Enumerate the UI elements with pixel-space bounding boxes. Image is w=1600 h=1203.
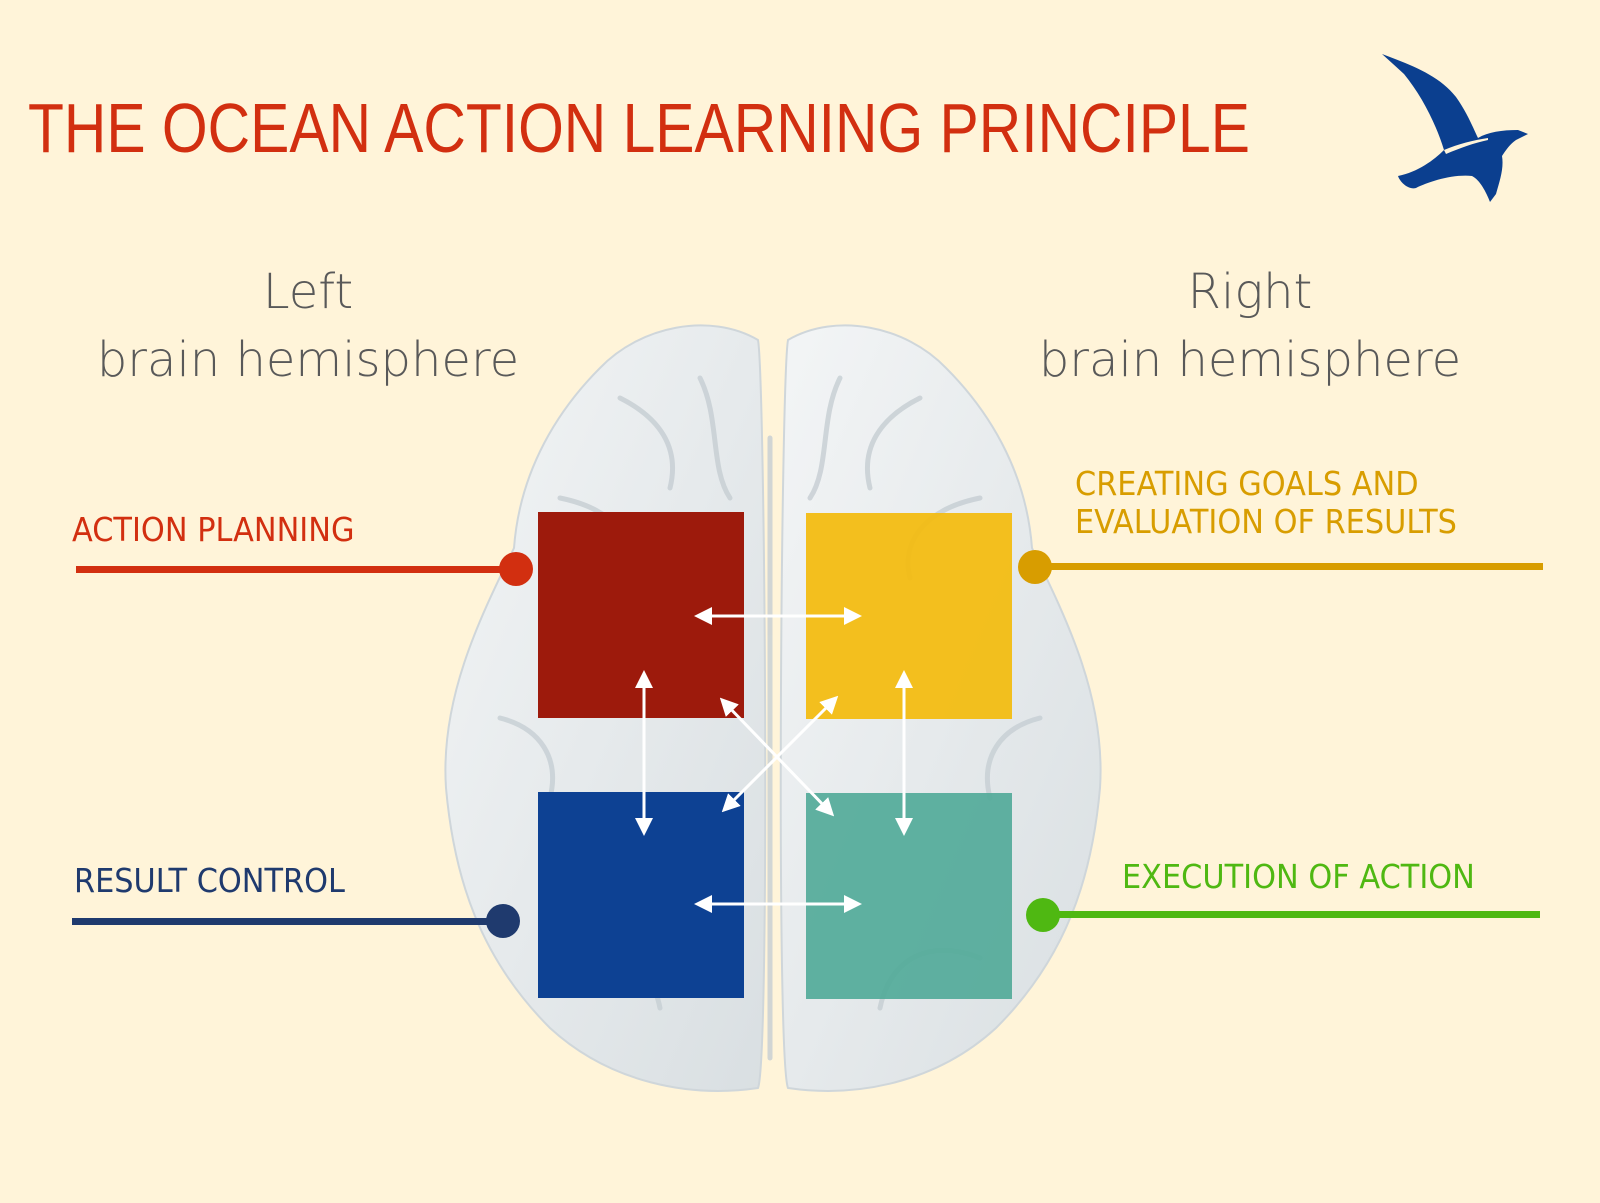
- left-hemisphere-line2: brain hemisphere: [96, 332, 520, 388]
- left-hemisphere-line1: Left: [262, 264, 354, 320]
- right-hemisphere-heading: Right brain hemisphere: [1010, 258, 1490, 394]
- action-planning-dot-icon: [499, 552, 533, 586]
- result-control-connector: [72, 918, 504, 925]
- left-hemisphere-heading: Left brain hemisphere: [78, 258, 538, 394]
- creating-goals-quadrant: [806, 513, 1012, 719]
- execution-of-action-dot-icon: [1026, 898, 1060, 932]
- execution-quadrant: [806, 793, 1012, 999]
- creating-goals-connector: [1036, 563, 1543, 570]
- execution-of-action-label: EXECUTION OF ACTION: [1122, 857, 1475, 896]
- right-hemisphere-line1: Right: [1187, 264, 1313, 320]
- result-control-label: RESULT CONTROL: [74, 861, 345, 900]
- page-title: THE OCEAN ACTION LEARNING PRINCIPLE: [28, 89, 1250, 167]
- action-planning-connector: [76, 566, 516, 573]
- creating-goals-label: CREATING GOALS AND EVALUATION OF RESULTS: [1075, 465, 1457, 541]
- action-planning-quadrant: [538, 512, 744, 718]
- result-control-dot-icon: [486, 904, 520, 938]
- creating-goals-label-line1: CREATING GOALS AND: [1075, 464, 1419, 503]
- right-hemisphere-line2: brain hemisphere: [1038, 332, 1462, 388]
- seagull-icon: [1382, 54, 1528, 202]
- creating-goals-dot-icon: [1018, 550, 1052, 584]
- execution-of-action-connector: [1048, 911, 1540, 918]
- result-control-quadrant: [538, 792, 744, 998]
- creating-goals-label-line2: EVALUATION OF RESULTS: [1075, 502, 1457, 541]
- action-planning-label: ACTION PLANNING: [72, 510, 355, 549]
